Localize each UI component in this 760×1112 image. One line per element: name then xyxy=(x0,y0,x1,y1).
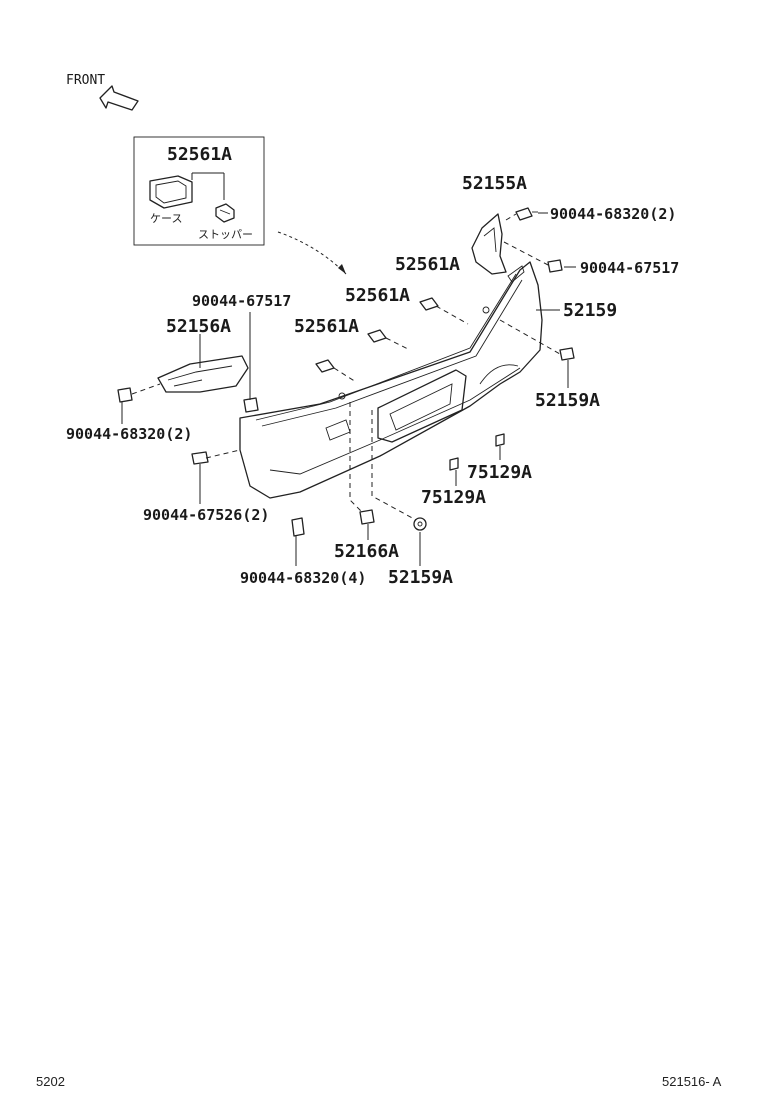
pad-75129A-1 xyxy=(495,433,505,447)
label-90044-68320-2-left: 90044-68320(2) xyxy=(66,425,192,443)
rear-bumper-cover xyxy=(239,261,543,499)
label-52561A-1: 52561A xyxy=(395,254,460,275)
screw-bottom-3 xyxy=(413,517,427,531)
label-52155A: 52155A xyxy=(462,173,527,194)
screw-bottom-2 xyxy=(359,509,375,525)
label-52159A-right: 52159A xyxy=(535,390,600,411)
front-arrow-icon xyxy=(99,85,139,111)
screw-bottom-1 xyxy=(291,517,305,537)
label-52159A-bottom: 52159A xyxy=(388,567,453,588)
bracket-52156A xyxy=(157,355,249,393)
pad-75129A-2 xyxy=(449,457,459,471)
label-52166A: 52166A xyxy=(334,541,399,562)
label-90044-67526-2: 90044-67526(2) xyxy=(143,506,269,524)
label-90044-68320-4: 90044-68320(4) xyxy=(240,569,366,587)
clip-52561A-1 xyxy=(419,297,439,311)
screw-top-right xyxy=(515,207,538,221)
screw-left-3 xyxy=(191,451,209,465)
inset-title: 52561A xyxy=(167,144,232,165)
label-52156A: 52156A xyxy=(166,316,231,337)
screw-right-2 xyxy=(547,259,563,273)
clip-52561A-2 xyxy=(367,329,387,343)
footer-left-code: 5202 xyxy=(36,1074,65,1089)
label-75129A-2: 75129A xyxy=(421,487,486,508)
label-90044-67517-top: 90044-67517 xyxy=(580,259,679,277)
bracket-52155A xyxy=(471,213,507,275)
label-90044-67517-left: 90044-67517 xyxy=(192,292,291,310)
screw-right-3 xyxy=(559,347,575,361)
screw-left-2 xyxy=(243,397,259,413)
footer-right-code: 521516- A xyxy=(662,1074,722,1089)
clip-52561A-3 xyxy=(315,359,335,373)
label-52561A-2: 52561A xyxy=(345,285,410,306)
inset-box xyxy=(133,136,265,246)
case-label: ケース xyxy=(150,212,182,225)
label-52159: 52159 xyxy=(563,300,617,321)
label-75129A-1: 75129A xyxy=(467,462,532,483)
label-90044-68320-2-top: 90044-68320(2) xyxy=(550,205,676,223)
front-label: FRONT xyxy=(66,73,105,88)
label-52561A-3: 52561A xyxy=(294,316,359,337)
stopper-label: ストッパー xyxy=(198,228,253,241)
screw-left-1 xyxy=(117,387,133,403)
